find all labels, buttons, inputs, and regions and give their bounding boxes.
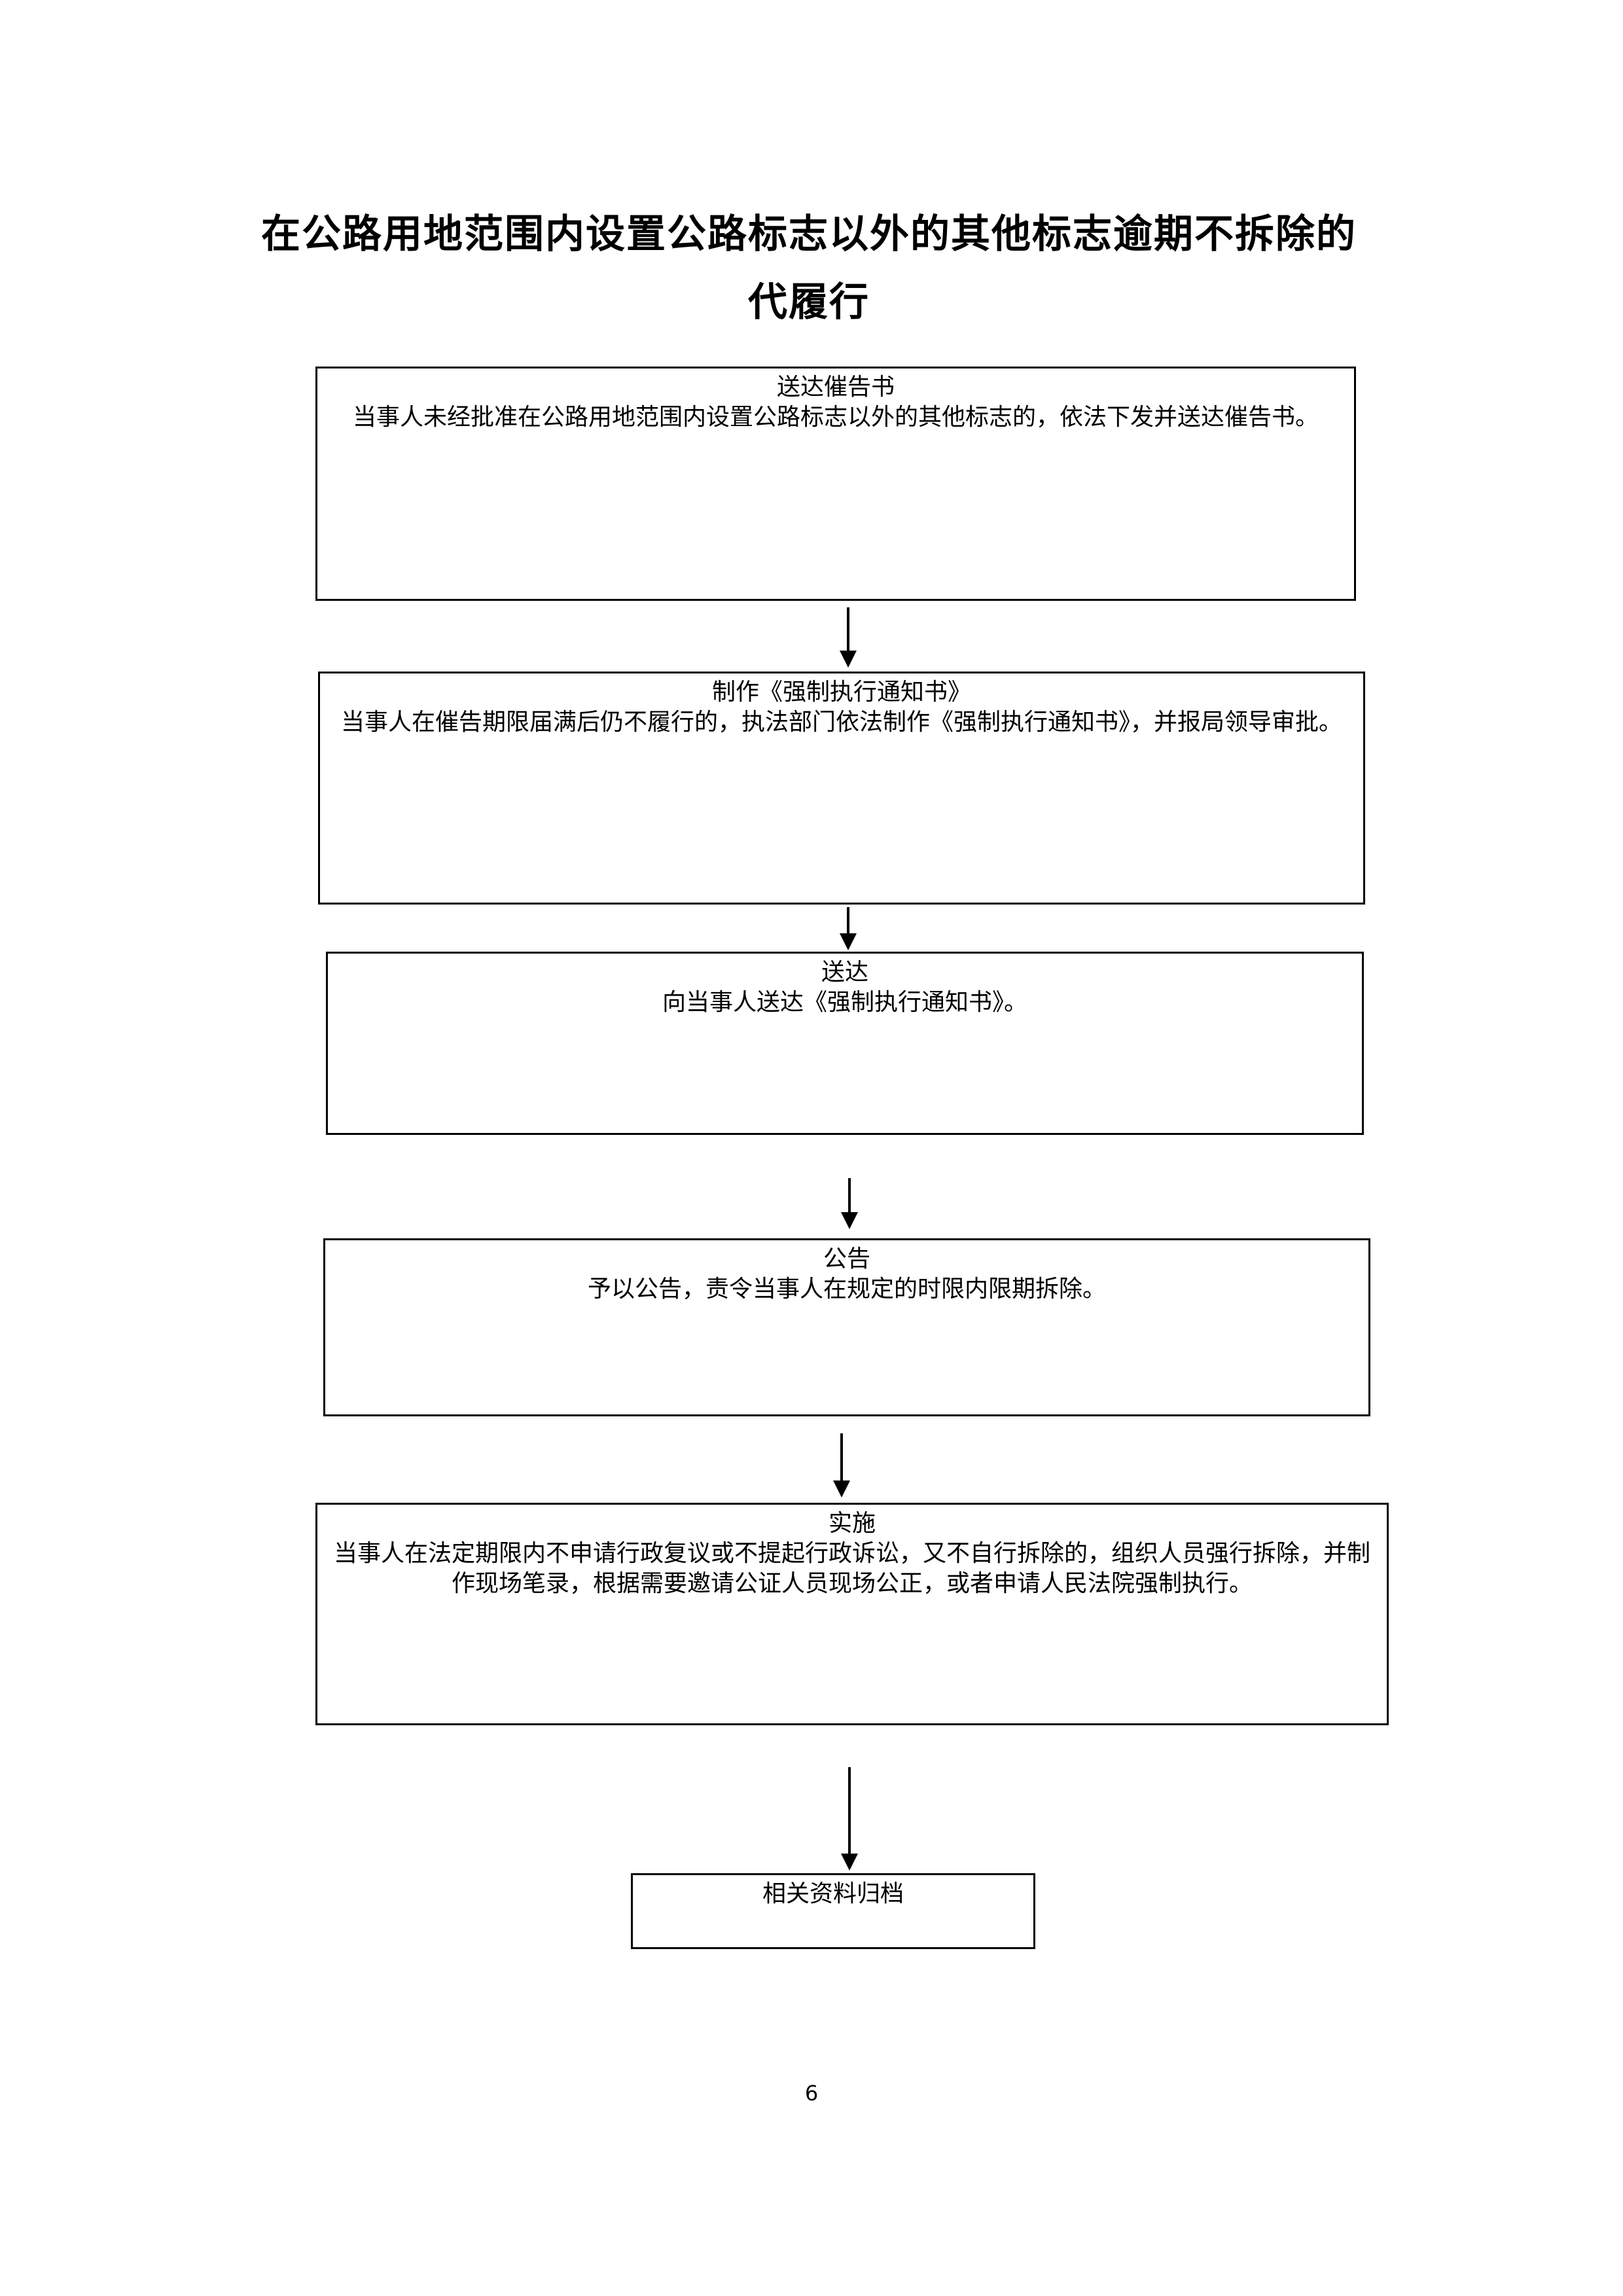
- step-description: 予以公告，责令当事人在规定的时限内限期拆除。: [587, 1276, 1106, 1302]
- step-box-announcement: 公告 予以公告，责令当事人在规定的时限内限期拆除。: [323, 1238, 1370, 1416]
- step-description: 向当事人送达《强制执行通知书》。: [662, 989, 1027, 1016]
- step-box-prepare-enforcement-notice: 制作《强制执行通知书》 当事人在催告期限届满后仍不履行的，执法部门依法制作《强制…: [318, 672, 1365, 905]
- step-title: 相关资料归档: [762, 1880, 904, 1907]
- step-title: 制作《强制执行通知书》: [711, 679, 971, 706]
- step-description: 当事人未经批准在公路用地范围内设置公路标志以外的其他标志的，依法下发并送达催告书…: [352, 404, 1319, 431]
- step-title: 送达催告书: [776, 374, 895, 401]
- document-title-line-1: 在公路用地范围内设置公路标志以外的其他标志逾期不拆除的: [261, 211, 1357, 257]
- step-title: 实施: [828, 1510, 876, 1537]
- step-title: 送达: [821, 959, 868, 986]
- step-box-implementation: 实施 当事人在法定期限内不申请行政复议或不提起行政诉讼，又不自行拆除的，组织人员…: [315, 1503, 1389, 1725]
- document-title-line-2: 代履行: [748, 279, 870, 325]
- step-box-deliver: 送达 向当事人送达《强制执行通知书》。: [326, 952, 1364, 1135]
- step-description: 当事人在法定期限内不申请行政复议或不提起行政诉讼，又不自行拆除的，组织人员强行拆…: [333, 1540, 1370, 1597]
- page-number: 6: [804, 2081, 819, 2106]
- step-title: 公告: [823, 1246, 870, 1272]
- step-box-archive: 相关资料归档: [631, 1873, 1035, 1949]
- step-box-serve-notice: 送达催告书 当事人未经批准在公路用地范围内设置公路标志以外的其他标志的，依法下发…: [315, 367, 1356, 601]
- step-description: 当事人在催告期限届满后仍不履行的，执法部门依法制作《强制执行通知书》，并报局领导…: [340, 709, 1342, 736]
